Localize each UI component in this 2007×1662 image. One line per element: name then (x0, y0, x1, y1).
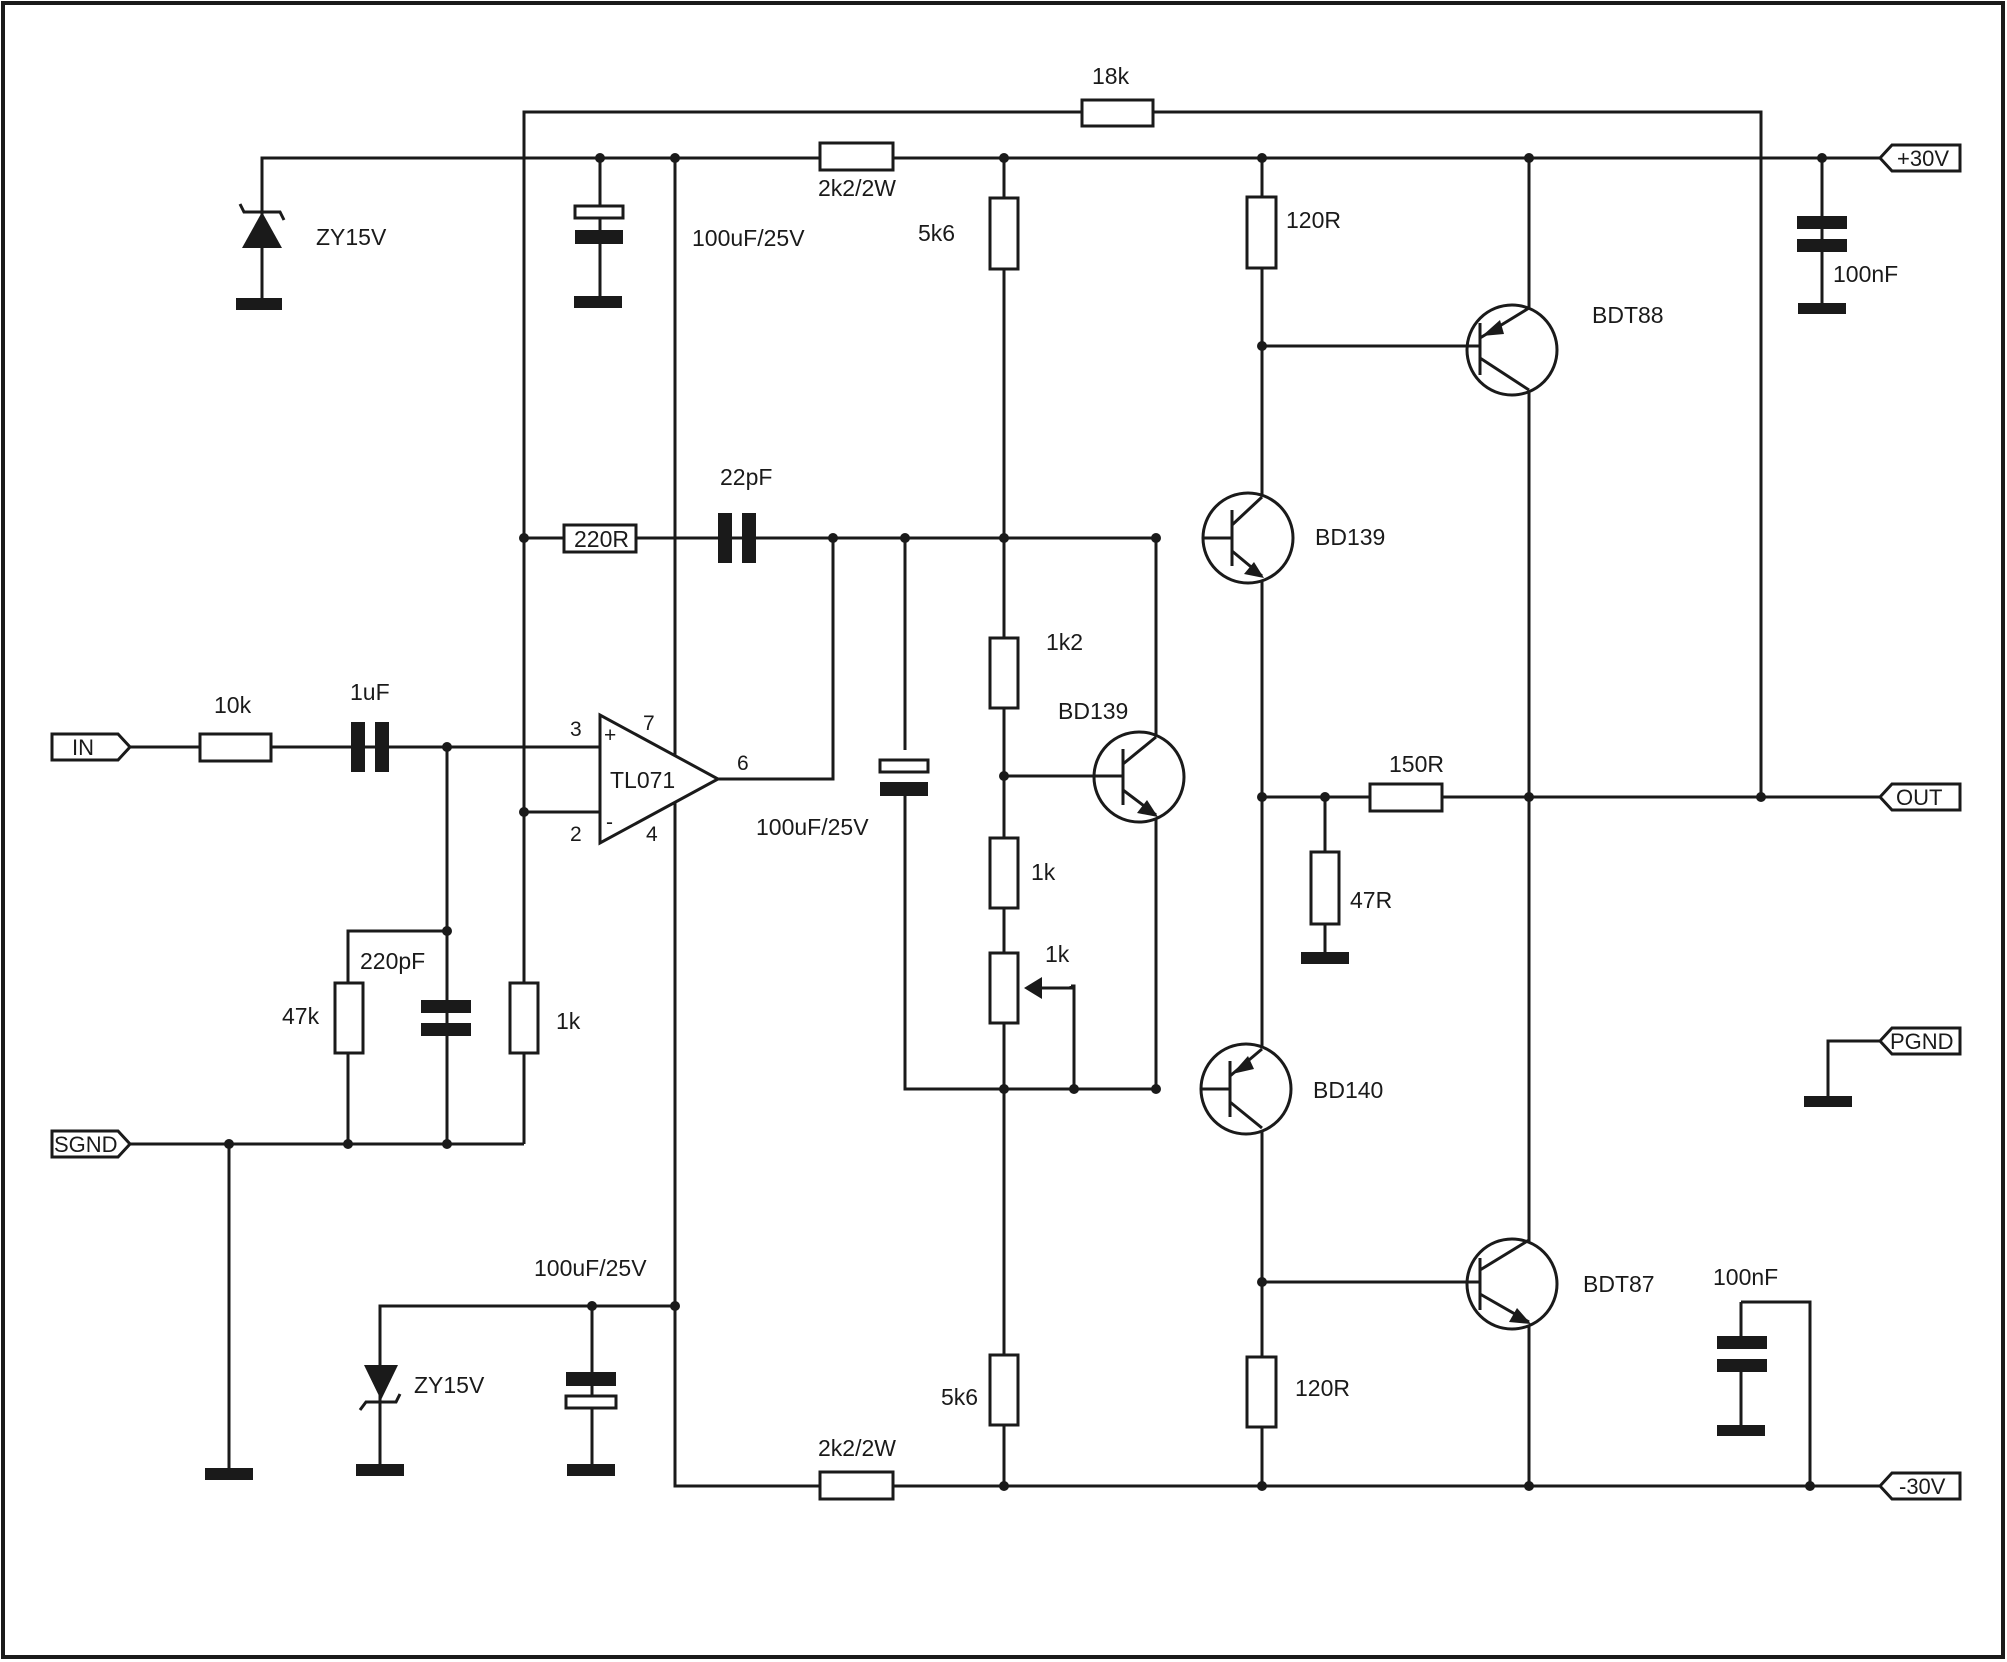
transistor-bdt88-label: BDT88 (1592, 302, 1664, 328)
resistor-150r-label: 150R (1389, 751, 1444, 777)
sgnd-ground-symbol (205, 1468, 253, 1480)
transistor-bdt88: BDT88 (1462, 302, 1664, 397)
transistor-bd139-top: BD139 (1201, 491, 1385, 585)
transistor-bdt87-label: BDT87 (1583, 1271, 1655, 1297)
cap-1uf: 1uF (350, 679, 390, 772)
opamp-pin-7: 7 (643, 712, 655, 735)
resistor-47r: 47R (1301, 850, 1392, 964)
cap-bottom-label: 100uF/25V (534, 1255, 647, 1281)
port-vpos-label: +30V (1897, 146, 1949, 171)
resistor-1k2-label: 1k2 (1046, 629, 1083, 655)
resistor-120r-bottom: 120R (1245, 1355, 1350, 1429)
cap-22pf-label: 22pF (720, 464, 772, 490)
cap-100nf-bottom-label: 100nF (1713, 1264, 1778, 1290)
resistor-47r-label: 47R (1350, 887, 1392, 913)
zener-top: ZY15V (236, 195, 387, 310)
port-out: OUT (1877, 782, 1962, 812)
port-sgnd: SGND (50, 1129, 133, 1159)
cap-bottom-electrolytic: 100uF/25V (534, 1255, 647, 1476)
port-pgnd-label: PGND (1890, 1029, 1954, 1054)
resistor-18k: 18k (1080, 63, 1155, 128)
resistor-2k2-bottom: 2k2/2W (818, 1435, 896, 1501)
zener-top-label: ZY15V (316, 224, 387, 250)
resistor-1k2: 1k2 (988, 629, 1083, 710)
cap-220pf-label: 220pF (360, 948, 425, 974)
resistor-1k-mid: 1k (988, 836, 1056, 910)
port-vpos: +30V (1877, 143, 1962, 173)
potentiometer-1k-label: 1k (1045, 941, 1070, 967)
opamp-name: TL071 (610, 767, 675, 793)
resistor-5k6-bottom: 5k6 (941, 1353, 1020, 1427)
resistor-18k-label: 18k (1092, 63, 1130, 89)
port-vneg-label: -30V (1899, 1474, 1946, 1499)
resistor-2k2-bottom-label: 2k2/2W (818, 1435, 896, 1461)
opamp-pin-2: 2 (570, 823, 582, 846)
resistor-5k6-top-label: 5k6 (918, 220, 955, 246)
cap-100nf-top-label: 100nF (1833, 261, 1898, 287)
resistor-2k2-top: 2k2/2W (818, 141, 896, 201)
cap-mid-electrolytic: 100uF/25V (756, 758, 930, 840)
resistor-1k-feedback-label: 1k (556, 1008, 581, 1034)
cap-22pf: 22pF (718, 464, 772, 563)
resistor-10k: 10k (198, 692, 273, 763)
resistor-2k2-top-label: 2k2/2W (818, 175, 896, 201)
transistor-bd139-mid-label: BD139 (1058, 698, 1128, 724)
port-sgnd-label: SGND (54, 1132, 118, 1157)
opamp-pin-4: 4 (646, 823, 658, 846)
pgnd-symbol (1804, 1039, 1880, 1107)
resistor-1k-feedback: 1k (508, 981, 581, 1055)
resistor-120r-bottom-label: 120R (1295, 1375, 1350, 1401)
transistor-bd140: BD140 (1199, 1042, 1383, 1136)
zener-bottom-label: ZY15V (414, 1372, 485, 1398)
resistor-5k6-top: 5k6 (918, 196, 1020, 271)
resistor-120r-top: 120R (1245, 195, 1341, 270)
resistor-220r: 220R (562, 523, 638, 554)
resistor-150r: 150R (1368, 751, 1444, 813)
opamp-pin-6: 6 (737, 752, 749, 775)
resistor-1k-mid-label: 1k (1031, 859, 1056, 885)
transistor-bd139-mid: BD139 (1058, 698, 1186, 824)
junction-dots (224, 153, 1827, 1491)
transistor-bd140-label: BD140 (1313, 1077, 1383, 1103)
cap-top-label: 100uF/25V (692, 225, 805, 251)
resistor-47k-label: 47k (282, 1003, 320, 1029)
cap-100nf-top: 100nF (1797, 216, 1898, 314)
resistor-220r-label: 220R (574, 526, 629, 552)
transistor-bdt87: BDT87 (1462, 1237, 1655, 1331)
port-in: IN (50, 732, 133, 762)
opamp-minus-sign: - (606, 811, 613, 834)
opamp-pin-3: 3 (570, 718, 582, 741)
port-in-label: IN (72, 735, 94, 760)
resistor-5k6-bottom-label: 5k6 (941, 1384, 978, 1410)
cap-100nf-bottom: 100nF (1713, 1264, 1778, 1436)
resistor-10k-label: 10k (214, 692, 252, 718)
potentiometer-1k: 1k (988, 941, 1073, 1025)
opamp-plus-sign: + (604, 724, 616, 747)
opamp-tl071: TL071 + - 3 2 7 4 6 (570, 712, 749, 846)
resistor-47k: 47k (282, 981, 365, 1055)
cap-mid-label: 100uF/25V (756, 814, 869, 840)
transistor-bd139-top-label: BD139 (1315, 524, 1385, 550)
cap-top-electrolytic: 100uF/25V (573, 158, 805, 308)
zener-bottom: ZY15V (356, 1365, 485, 1476)
resistor-120r-top-label: 120R (1286, 207, 1341, 233)
cap-1uf-label: 1uF (350, 679, 390, 705)
port-out-label: OUT (1896, 785, 1942, 810)
port-pgnd: PGND (1877, 1026, 1962, 1056)
port-vneg: -30V (1877, 1471, 1962, 1501)
cap-220pf: 220pF (360, 948, 471, 1036)
